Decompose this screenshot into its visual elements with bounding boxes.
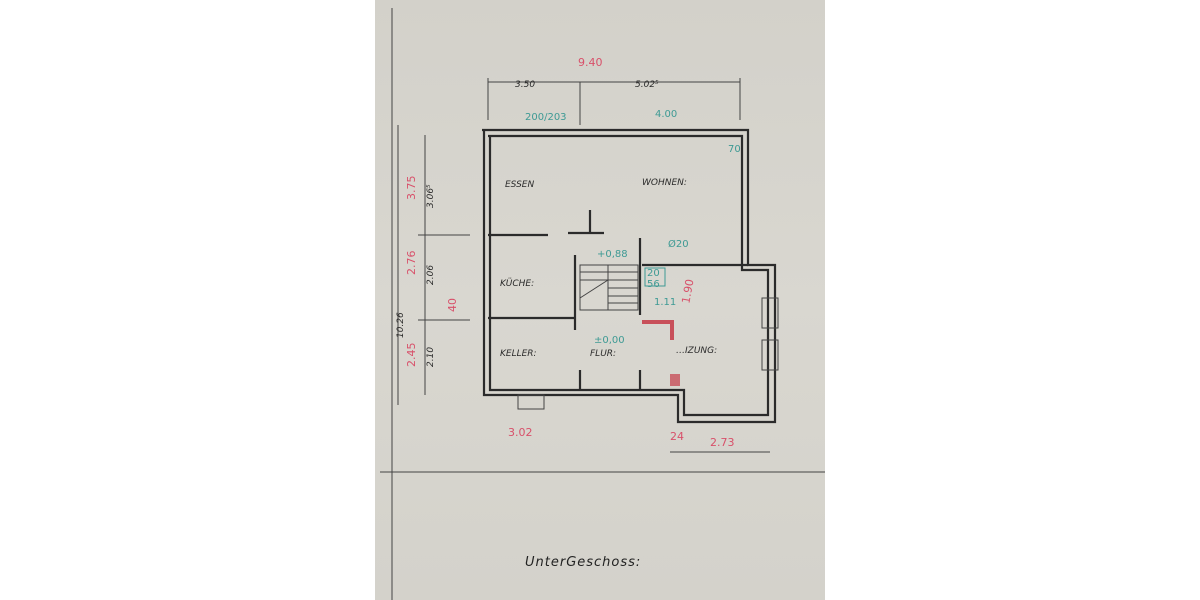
new-wall-marking (642, 320, 674, 340)
room-kueche: KÜCHE: (500, 278, 534, 289)
dim-top-right-teal: 4.00 (655, 109, 677, 120)
dim-bottom-right: 2.73 (710, 436, 735, 449)
dim-total-width: 9.40 (578, 56, 603, 69)
dim-right-mid: 1.90 (679, 278, 696, 304)
chimney-b: 56 (647, 279, 660, 290)
dim-left-lower-red: 2.45 (405, 343, 418, 368)
level-upper: +0,88 (597, 249, 628, 260)
walls (482, 128, 779, 424)
dim-left-lower: 2.10 (426, 347, 436, 367)
dim-left-total: 10.26 (396, 312, 406, 338)
chimney (644, 267, 666, 287)
floor-plan-drawing: 9.40 3.50 5.02⁵ 200/203 4.00 70 ESSEN WO… (380, 8, 825, 600)
level-ground: ±0,00 (594, 335, 625, 346)
dim-left-upper-red: 3.75 (405, 176, 418, 201)
room-essen: ESSEN (505, 180, 534, 190)
dim-left-mid: 2.06 (426, 265, 436, 285)
dim-window: 200/203 (525, 112, 567, 123)
staircase (579, 264, 639, 311)
dim-wall-small: 40 (446, 298, 459, 312)
dimension-lines (397, 78, 770, 453)
room-flur: FLUR: (590, 349, 616, 359)
dim-bottom-small: 24 (670, 430, 684, 443)
dim-bottom-left: 3.02 (508, 426, 533, 439)
room-heizung: …IZUNG: (676, 346, 717, 356)
dim-left-mid-red: 2.76 (405, 251, 418, 276)
plan-title: UnterGeschoss: (525, 555, 641, 570)
chimney-a: 20 (647, 268, 660, 279)
dim-top-right: 5.02⁵ (635, 80, 659, 90)
room-wohnen: WOHNEN: (642, 178, 687, 188)
dim-top-left: 3.50 (515, 80, 535, 90)
dim-chimney: Ø20 (668, 238, 689, 250)
floor-plan-photo: 9.40 3.50 5.02⁵ 200/203 4.00 70 ESSEN WO… (375, 0, 825, 600)
room-keller: KELLER: (500, 349, 537, 359)
new-wall-marking (670, 374, 680, 386)
dim-corner: 70 (728, 144, 741, 155)
dim-passage: 1.11 (654, 297, 676, 308)
dim-left-upper: 3.06⁵ (426, 184, 436, 208)
